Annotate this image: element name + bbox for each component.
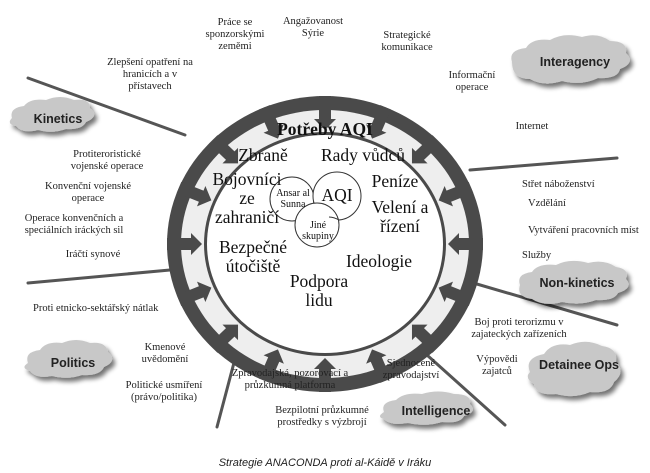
cloud-detainee-ops [527, 341, 621, 397]
ring-arrow [438, 181, 474, 207]
cloud-label-politics: Politics [50, 356, 96, 370]
label-iraqi-forces-ops: Operace konvenčních a speciálních irácký… [24, 213, 124, 236]
cloud-label-non-kinetics: Non-kinetics [539, 276, 615, 290]
group-other: Jiné skupiny [302, 220, 334, 242]
label-internet: Internet [515, 121, 549, 132]
ring-arrows [167, 96, 483, 392]
divider-line-interagency-kinetics [26, 76, 187, 137]
ring-arrow [366, 349, 392, 384]
ring-arrow [258, 104, 284, 139]
ring-arrow [176, 281, 212, 307]
label-education: Vzdělání [528, 198, 566, 209]
need-ideology: Ideologie [345, 251, 413, 271]
label-fused-intel: Sjednocené zpravodajství [382, 358, 440, 381]
divider-line-kinetics-politics [26, 268, 172, 285]
need-money: Peníze [371, 171, 419, 191]
divider-line-nonkinetics-detainee [468, 280, 619, 327]
need-foreign-fighters: Bojovníci ze zahraničí [212, 169, 282, 227]
label-isr-platform: Zpravodajská, pozorovací a průzkumná pla… [231, 368, 349, 391]
ring-arrow [167, 233, 202, 255]
ring-arrow [176, 181, 212, 207]
label-strategic-comms: Strategické komunikace [381, 30, 433, 53]
group-ansar-al-sunna: Ansar al Sunna [276, 188, 310, 210]
need-leader-advice: Rady vůdců [320, 145, 406, 165]
label-armed-uav: Bezpilotní průzkumné prostředky s výzbro… [275, 405, 369, 428]
label-info-ops: Informační operace [448, 70, 496, 93]
divider-line-interagency-nonkinetics [468, 156, 619, 172]
label-conventional-ops: Konvenční vojenské operace [44, 181, 132, 204]
label-services: Služby [522, 250, 552, 261]
label-syria-engagement: Angažovanost Sýrie [282, 16, 344, 39]
label-ct-detention: Boj proti terorizmu v zajateckých zaříze… [471, 317, 567, 340]
group-circle-other [294, 202, 340, 248]
need-safe-haven: Bezpečné útočiště [218, 237, 287, 276]
ring-arrow [366, 104, 392, 139]
cloud-label-intelligence: Intelligence [401, 404, 471, 418]
ring-arrow [209, 324, 239, 353]
ring-arrow [411, 324, 441, 353]
cloud-label-detainee-ops: Detainee Ops [534, 358, 624, 372]
ring-arrow [448, 233, 483, 255]
label-ct-military-ops: Protiteroristické vojenské operace [70, 149, 144, 172]
cloud-politics [24, 340, 113, 378]
cloud-label-kinetics: Kinetics [33, 112, 83, 126]
need-popular-support: Podpora lidu [289, 271, 349, 310]
label-anti-sectarian: Proti etnicko-sektářský nátlak [33, 303, 159, 314]
cloud-non-kinetics [519, 260, 629, 304]
cloud-kinetics [9, 97, 95, 132]
need-command-control: Velení a řízení [371, 197, 429, 236]
label-religious-engagement: Střet náboženství [522, 179, 595, 190]
cloud-intelligence [380, 391, 473, 425]
label-tribal-awakening: Kmenové uvědomění [141, 342, 189, 365]
ring-arrow [438, 281, 474, 307]
group-aqi: AQI [321, 185, 353, 205]
label-job-creation: Vytváření pracovních míst [528, 225, 639, 236]
label-border-ports: Zlepšení opatření na hranicích a v příst… [107, 57, 193, 92]
label-detainee-interrogations: Výpovědi zajatců [476, 354, 518, 377]
label-sons-of-iraq: Iráčtí synové [65, 249, 121, 260]
label-political-reconciliation: Politické usmíření (právo/politika) [125, 380, 203, 403]
cloud-label-interagency: Interagency [539, 55, 611, 69]
figure-caption: Strategie ANACONDA proti al-Káidě v Irák… [218, 457, 432, 469]
ring-arrow [411, 135, 441, 164]
center-title: Potřeby AQI [277, 119, 373, 139]
ring-arrow [209, 135, 239, 164]
detainee-ops-text: Detainee Ops [539, 358, 619, 372]
ring-arrow [314, 96, 336, 130]
need-weapons: Zbraně [238, 145, 288, 165]
ring-arrow [258, 349, 284, 384]
ring-arrow [314, 358, 336, 392]
label-sponsor-states: Práce se sponzorskými zeměmi [205, 17, 265, 52]
cloud-interagency [511, 35, 630, 84]
